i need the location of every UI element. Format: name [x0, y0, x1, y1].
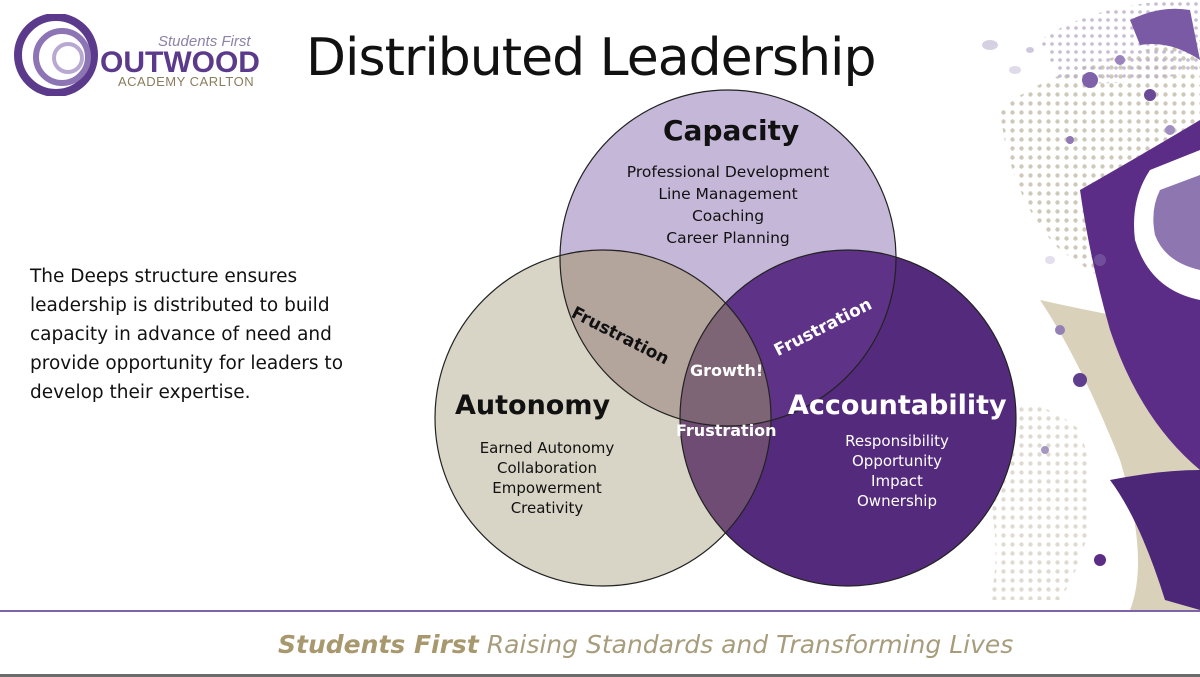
frustration-autonomy-accountability-label: Frustration	[676, 421, 777, 440]
accountability-item: Impact	[871, 472, 923, 490]
autonomy-item: Empowerment	[492, 479, 602, 497]
logo-tagline: Students First	[158, 33, 251, 50]
autonomy-title: Autonomy	[455, 390, 611, 421]
autonomy-items: Earned Autonomy Collaboration Empowermen…	[447, 438, 647, 518]
autonomy-item: Earned Autonomy	[479, 439, 615, 457]
capacity-items: Professional Development Line Management…	[608, 161, 848, 249]
accountability-title: Accountability	[788, 390, 1007, 421]
capacity-item: Career Planning	[666, 229, 790, 247]
footer-slogan-bold: Students First	[278, 630, 479, 659]
growth-center-label: Growth!	[690, 361, 764, 380]
capacity-item: Coaching	[691, 207, 765, 225]
autonomy-item: Collaboration	[497, 459, 597, 477]
logo-subtitle: ACADEMY CARLTON	[118, 74, 255, 89]
slide-title: Distributed Leadership	[306, 28, 876, 88]
academy-logo[interactable]	[6, 14, 266, 96]
accountability-item: Opportunity	[851, 452, 942, 470]
capacity-title: Capacity	[663, 114, 800, 147]
footer-bottom-bar	[0, 674, 1200, 677]
logo-name: OUTWOOD	[100, 46, 260, 79]
footer-divider	[0, 610, 1200, 612]
footer-slogan: Students First Raising Standards and Tra…	[278, 630, 1013, 659]
logo-swirl-icon	[14, 14, 98, 96]
footer-slogan-rest: Raising Standards and Transforming Lives	[478, 630, 1014, 659]
accountability-items: Responsibility Opportunity Impact Owners…	[797, 431, 997, 511]
capacity-item: Line Management	[658, 185, 798, 203]
capacity-item: Professional Development	[626, 163, 830, 181]
accountability-item: Responsibility	[845, 432, 949, 450]
body-paragraph: The Deeps structure ensures leadership i…	[30, 266, 344, 403]
accountability-item: Ownership	[857, 492, 937, 510]
autonomy-item: Creativity	[510, 499, 584, 517]
